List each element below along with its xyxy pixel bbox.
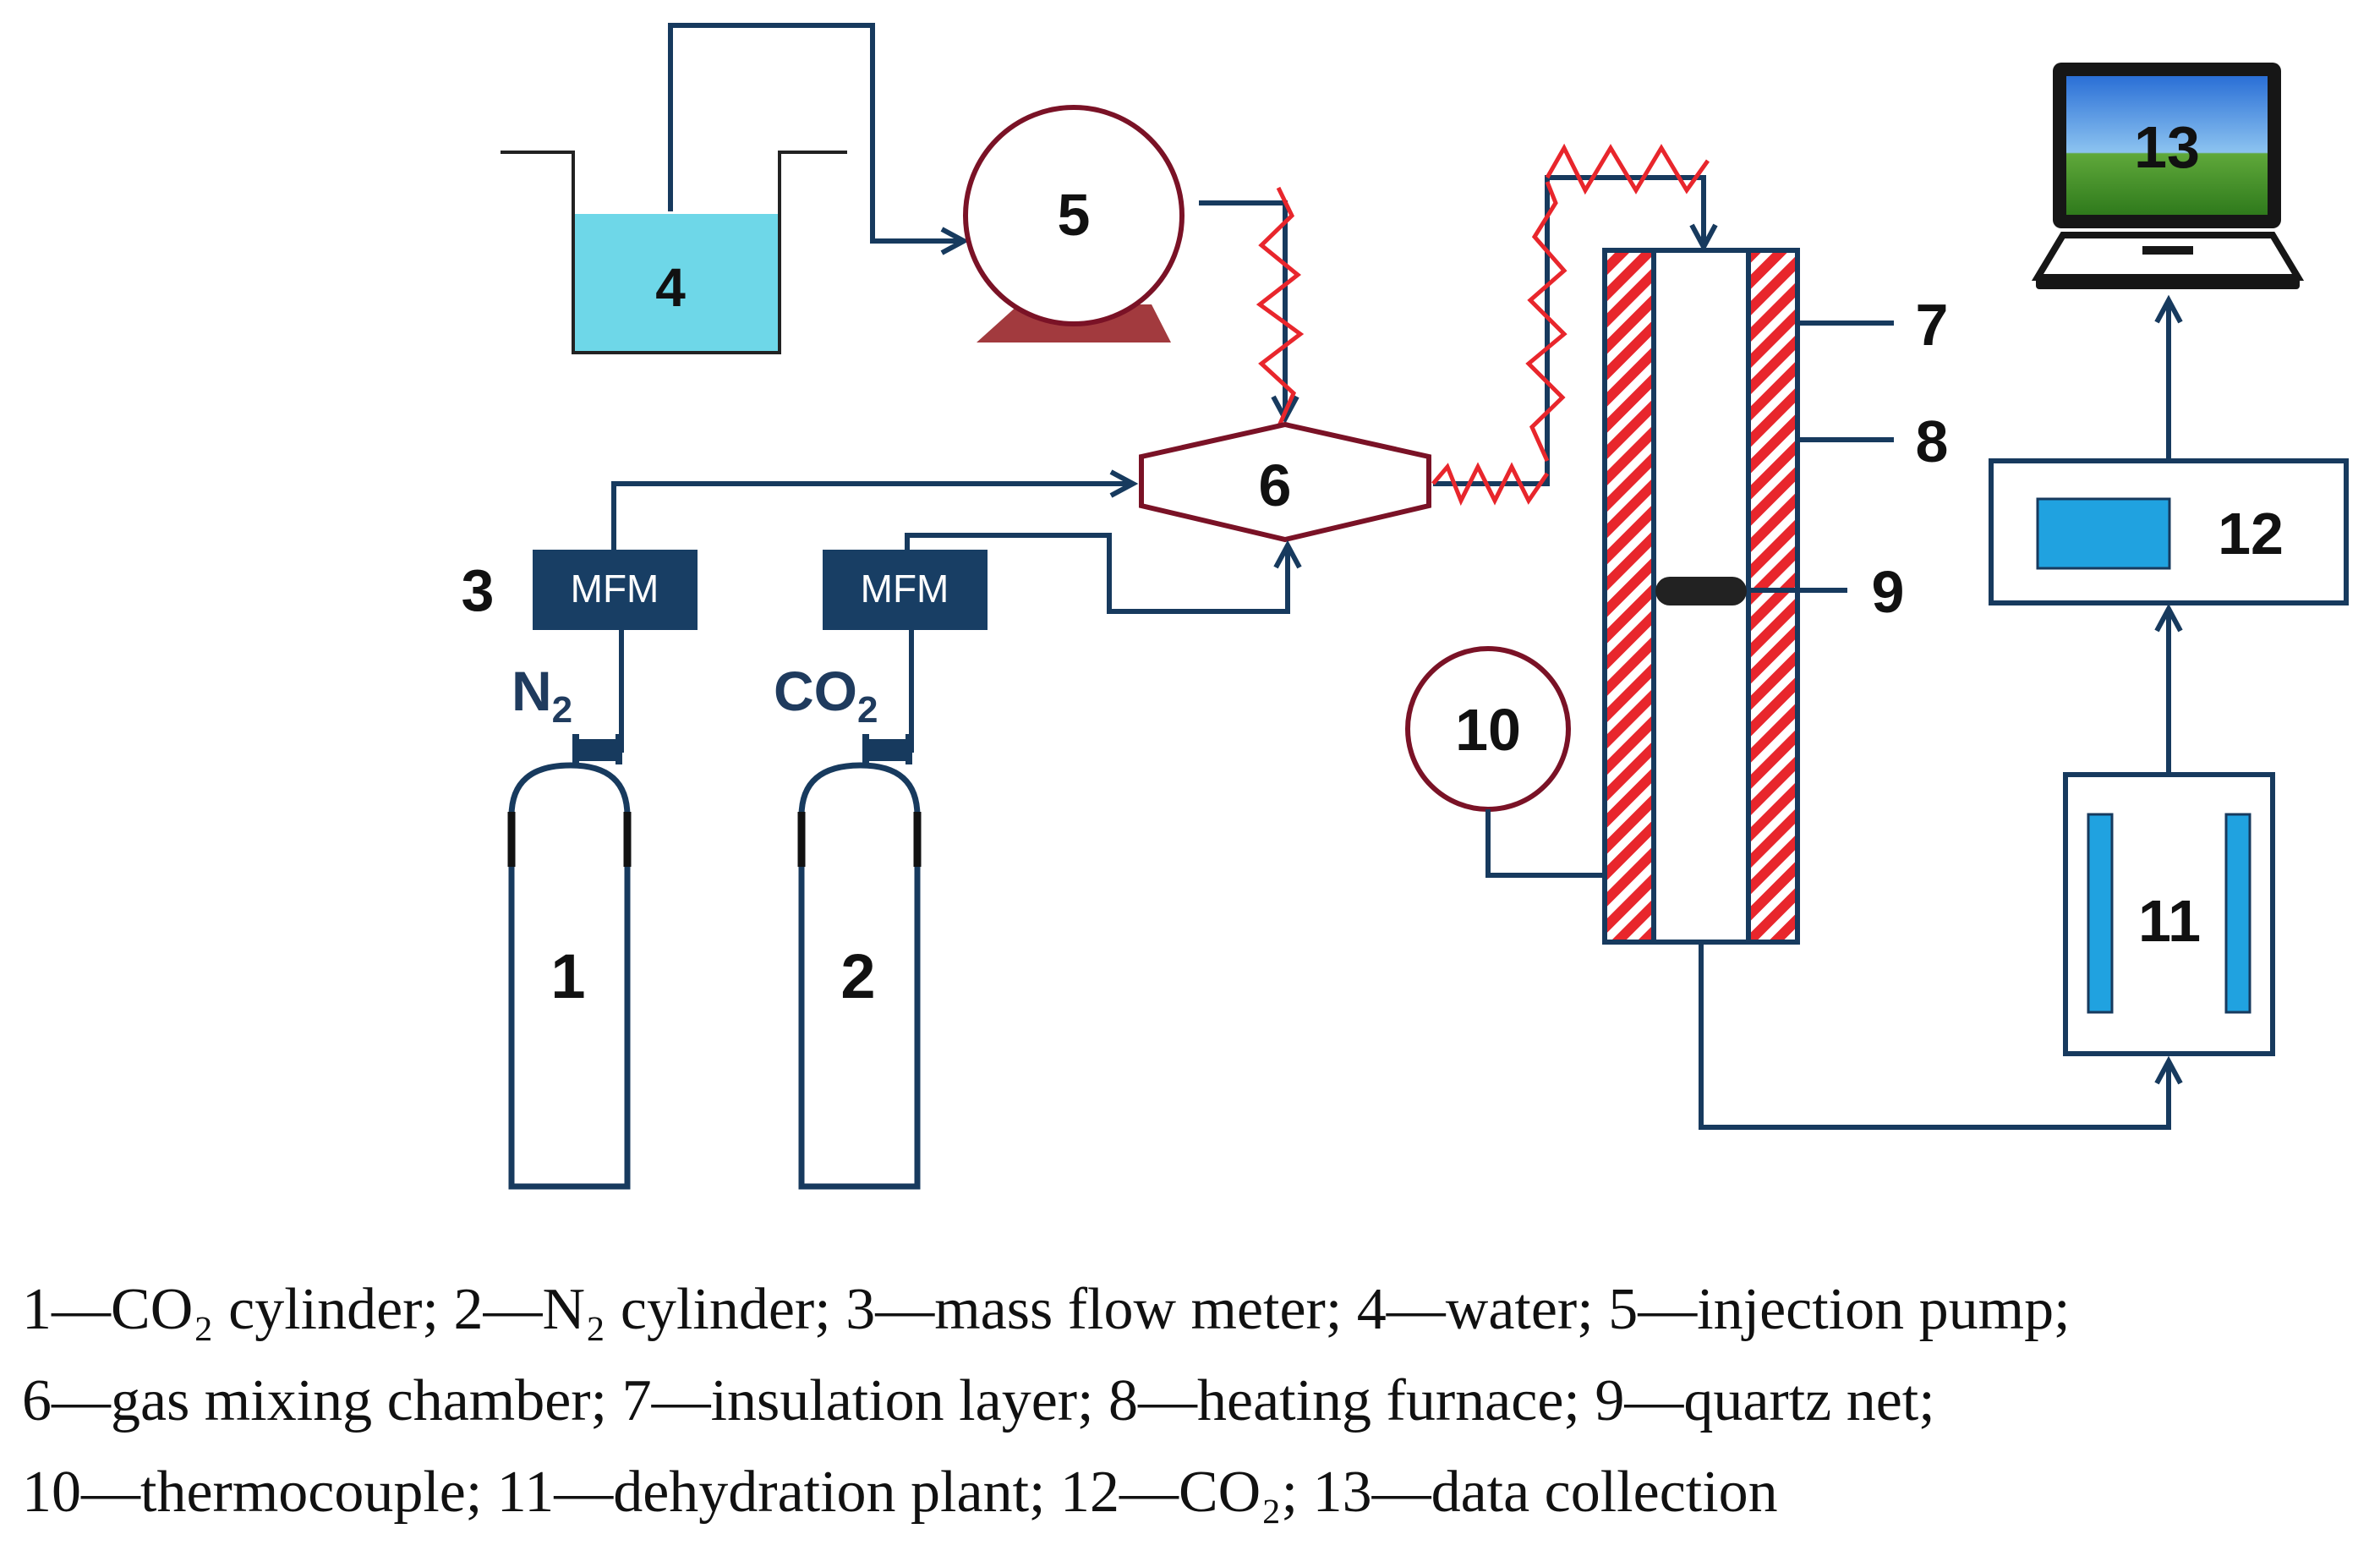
thermocouple: 10 [1405, 646, 1571, 812]
caption-line-3: 10—thermocouple; 11—dehydration plant; 1… [22, 1460, 1778, 1525]
heater-coil-4 [1545, 143, 1710, 195]
label-8-furnace: 8 [1916, 408, 1949, 474]
pipe-mfm2-to-mixer [905, 533, 1302, 614]
label-10-thermocouple: 10 [1455, 697, 1521, 763]
pipe-mixer-to-reactor [1433, 175, 1718, 486]
figure-caption: 1—CO₂ cylinder; 2—N₂ cylinder; 3—mass fl… [22, 1264, 2372, 1538]
caption-line-2: 6—gas mixing chamber; 7—insulation layer… [22, 1368, 1935, 1433]
mfm1-label: MFM [571, 567, 659, 611]
gas-mixing-chamber: 6 [1139, 421, 1431, 543]
dehydration-plant: 11 [2063, 772, 2275, 1056]
label-12-co2: 12 [2218, 501, 2284, 567]
quartz-net [1655, 577, 1747, 605]
mass-flow-meter-1: MFM [533, 550, 698, 630]
gas-n2-sub: 2 [552, 689, 572, 731]
label-11-dehydration: 11 [2138, 888, 2201, 954]
tube-furnace [1602, 248, 1800, 945]
co2-analyzer: 12 [1989, 458, 2349, 605]
heater-coil-2 [1431, 462, 1550, 507]
laptop-icon: 13 [2031, 63, 2305, 289]
gas-n2-main: N [512, 660, 552, 722]
pipe-reactor-to-dehydration [1699, 942, 2183, 1130]
mfm2-label: MFM [861, 567, 949, 611]
label-3-mfm: 3 [462, 557, 495, 623]
label-13-computer: 13 [2134, 114, 2200, 180]
mass-flow-meter-2: MFM [823, 550, 988, 630]
gas-cylinder-2: 2 [797, 734, 922, 1190]
label-6-mixer: 6 [1259, 452, 1292, 518]
gas-co2-sub: 2 [857, 689, 878, 731]
experimental-setup-diagram: 4 5 6 MFM 3 MFM N2 CO2 [462, 23, 2349, 1190]
label-9-quartz-net: 9 [1872, 559, 1905, 625]
label-5-pump: 5 [1058, 182, 1091, 248]
wire-thermocouple [1485, 809, 1605, 878]
label-7-insulation: 7 [1916, 292, 1949, 358]
gas-co2-main: CO [774, 660, 857, 722]
label-2-cylinder: 2 [840, 941, 875, 1011]
label-1-cylinder: 1 [550, 941, 585, 1011]
heater-coil-1 [1256, 186, 1305, 433]
gas-label-n2: N2 [512, 660, 572, 731]
gas-cylinder-1: 1 [507, 734, 632, 1190]
heater-coil-3 [1525, 181, 1568, 463]
label-4-water: 4 [655, 257, 686, 318]
injection-pump: 5 [963, 105, 1185, 342]
water-tank: 4 [501, 151, 847, 354]
pipe-mfm1-to-mixer [611, 469, 1139, 554]
gas-label-co2: CO2 [774, 660, 878, 731]
pipe-tank-to-pump [668, 23, 970, 255]
caption-line-1: 1—CO₂ cylinder; 2—N₂ cylinder; 3—mass fl… [22, 1277, 2071, 1342]
